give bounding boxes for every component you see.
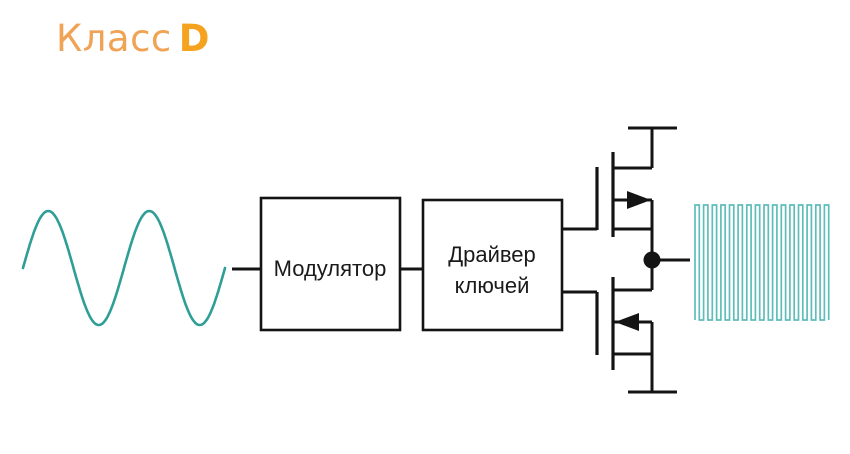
modulator-label: Модулятор — [274, 256, 387, 281]
low-side-mosfet — [595, 277, 652, 370]
low-mosfet-arrow-left-icon — [615, 313, 639, 331]
input-sine-wave — [21, 209, 227, 327]
modulator-block — [259, 196, 402, 332]
output-pwm-wave — [694, 204, 830, 321]
driver-label-line1: Драйвер — [448, 242, 536, 267]
high-mosfet-arrow-right-icon — [627, 191, 651, 209]
title-class-letter: D — [178, 17, 210, 60]
driver-label-line2: ключей — [455, 273, 530, 298]
high-side-mosfet — [595, 152, 652, 237]
driver-block — [421, 198, 564, 332]
title-class-text: Класс — [56, 17, 172, 60]
